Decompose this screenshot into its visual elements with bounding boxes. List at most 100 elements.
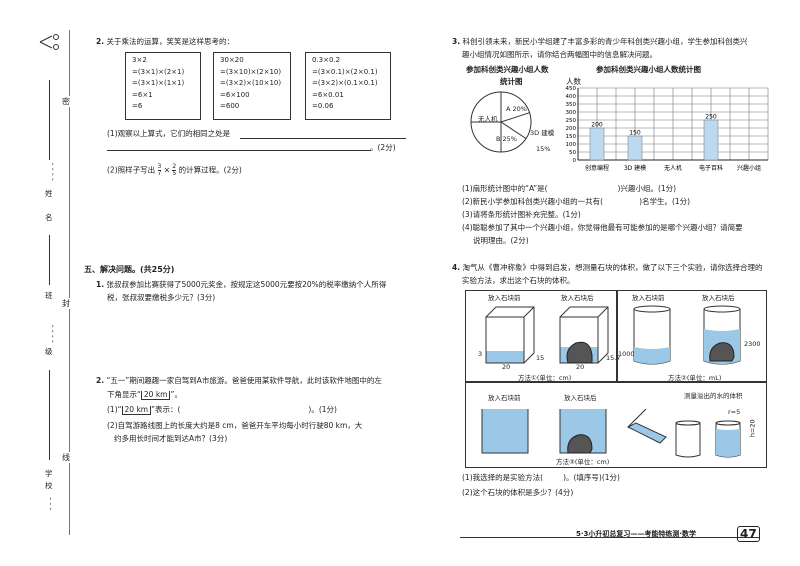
bar-value-label: 150 (629, 130, 641, 137)
m3-before-label: 放入石块前 (488, 394, 521, 402)
q3-sub3: (3)请将条形统计图补充完整。(1分) (462, 210, 581, 219)
map-scale-bar-2: 20 km (121, 406, 152, 415)
pie-label-a: A 20% (506, 105, 527, 113)
m2-caption: 方法②(单位：mL) (668, 374, 722, 382)
pie-chart (470, 91, 532, 153)
fraction-3-7: 3 7 (157, 163, 162, 177)
q3-sub4-line1: (4)聪聪参加了其中一个兴趣小组，你觉得他最有可能参加的是哪个兴趣小组？请简要 (462, 223, 743, 232)
margin-dash-2: - - - - (48, 324, 58, 343)
margin-char-xing: 姓 (45, 189, 53, 198)
y-tick-label: 100 (566, 142, 577, 148)
bar-chart-title: 参加科创类兴趣小组人数统计图 (596, 65, 701, 74)
m3-measure-label: 测量溢出的水的体积 (684, 392, 743, 400)
q4-sub1: (1)我选择的是实验方法()。(填序号)(1分) (462, 473, 620, 482)
y-tick-label: 0 (573, 158, 577, 164)
m2-before-label: 放入石块前 (632, 294, 665, 302)
calc-box-3-lines: 0.3×0.2 =(3×0.1)×(2×0.1) =(3×2)×(0.1×0.1… (312, 56, 378, 110)
y-tick-label: 250 (566, 118, 577, 124)
school-fill-line (49, 370, 50, 460)
margin-dash-1: - - - - (48, 162, 58, 181)
pie-label-3d: 3D 建模 (530, 129, 555, 137)
bar (703, 119, 719, 161)
cut-mark-xian: 线 (62, 452, 70, 463)
q2-sub1: (1)观察以上算式，它们的相同之处是 (107, 129, 231, 138)
m3-radius: r=5 (728, 408, 741, 416)
q3-line1: 3. 科创引领未来，新民小学组建了丰富多彩的青少年科创类兴趣小组，学生参加科创类… (452, 37, 748, 46)
m1-after-label: 放入石块后 (561, 294, 594, 302)
cut-mark-feng: 封 (62, 298, 70, 309)
bar (589, 127, 605, 161)
m1-caption: 方法①(单位：cm) (518, 374, 572, 382)
q2-sub2: (2)照样子写出 3 7 × 2 5 的计算过程。(2分) (107, 163, 242, 177)
m3-height: h=20 (748, 419, 757, 438)
method3-panel: 放入石块前 放入石块后 测量溢出的水的体积 r=5 h=20 方法③(单位：cm… (465, 382, 767, 468)
margin-char-ji: 级 (45, 347, 53, 356)
s5-q1-line1: 1. 张叔叔参加比赛获得了5000元奖金，按规定这5000元要按20%的税率缴纳… (96, 280, 387, 289)
pie-title-1: 参加科创类兴趣小组人数 (466, 65, 549, 74)
s5-q1-line2: 税，张叔叔要缴税多少元？(3分) (107, 293, 216, 302)
s5-q2-line1: 2. “五一”期间趣趣一家自驾到A市旅游。爸爸使用某软件导航，此时该软件地图中的… (96, 376, 382, 385)
q3-sub2: (2)新民小学参加科创类兴趣小组的一共有()名学生。(1分) (462, 197, 691, 206)
s5-q2-sub2-line1: (2)自驾游路线图上的长度大约是8 cm，爸爸开车平均每小时行驶80 km，大 (107, 421, 363, 430)
x-tick-label: 电子百科 (699, 164, 723, 172)
bar-chart-ylabel: 人数 (566, 77, 581, 86)
section5-title: 五、解决问题。(共25分) (84, 265, 175, 274)
m3-after-label: 放入石块后 (564, 394, 597, 402)
x-tick-label: 无人机 (664, 164, 682, 172)
q2-header: 2. 关于乘法的运算，笑笑是这样思考的： (96, 37, 234, 46)
margin-dash-3: - - - (45, 497, 55, 511)
x-tick-label: 3D 建模 (624, 164, 646, 172)
q3-line2: 趣小组情况如图所示，请你结合两幅图中的信息解决问题。 (462, 50, 657, 59)
s5-q2-sub2-line2: 约多用长时间才能到达A市？(3分) (114, 434, 228, 443)
q3-sub1: (1)扇形统计图中的“A”是()兴趣小组。(1分) (462, 184, 677, 193)
bar-value-label: 200 (591, 122, 603, 129)
q4-sub2: (2)这个石块的体积是多少？(4分) (462, 488, 574, 497)
m1-dim-20a: 20 (502, 363, 511, 371)
bar (627, 135, 643, 161)
calc-box-1: 3×2 =(3×1)×(2×1) =(3×1)×(1×1) =6×1 =6 (125, 52, 201, 120)
q4-line1: 4. 淘气从《曹冲称象》中得到启发，想测量石块的体积，做了以下三个实验，请你选择… (452, 263, 763, 272)
pie-label-drone: 无人机 (478, 115, 498, 123)
m1-dim-15: 15 (536, 354, 545, 362)
pie-title-2: 统计图 (500, 77, 523, 86)
bar-chart: 050100150200250300350400450200创意编程1503D … (566, 86, 769, 172)
margin-char-ban: 班 (45, 291, 53, 300)
q4-line2: 实验方法，求出这个石块的体积。 (462, 276, 575, 285)
calc-box-2-lines: 30×20 =(3×10)×(2×10) =(3×2)×(10×10) =6×1… (220, 56, 282, 110)
m2-val-2300: 2300 (744, 340, 761, 348)
method2-panel: 放入石块前 放入石块后 1000 2300 方法②(单位：mL) (617, 290, 767, 382)
s5-q2-sub1: (1)“20 km”表示：()。(1分) (107, 405, 337, 415)
pie-label-b: B 25% (496, 135, 517, 143)
m2-val-1000: 1000 (618, 350, 635, 358)
x-tick-label: 创意编程 (585, 164, 609, 172)
page-number: 47 (737, 526, 760, 542)
y-tick-label: 400 (566, 94, 577, 100)
y-tick-label: 450 (566, 86, 577, 92)
calc-box-1-lines: 3×2 =(3×1)×(2×1) =(3×1)×(1×1) =6×1 =6 (132, 56, 185, 110)
method1-cuboids (485, 306, 609, 364)
calc-box-2: 30×20 =(3×10)×(2×10) =(3×2)×(10×10) =6×1… (213, 52, 291, 120)
bar-value-label: 250 (705, 114, 717, 121)
calc-box-3: 0.3×0.2 =(3×0.1)×(2×0.1) =(3×2)×(0.1×0.1… (305, 52, 391, 120)
q3-sub4-line2: 说明理由。(2分) (473, 236, 529, 245)
scissors-icon (39, 34, 59, 50)
y-tick-label: 300 (566, 110, 577, 116)
m1-dim-3: 3 (478, 350, 483, 358)
name-fill-line (49, 80, 50, 160)
s5-q2-line2: 下角显示“20 km”。 (107, 390, 182, 400)
margin-cut-line (69, 30, 70, 535)
y-tick-label: 200 (566, 126, 577, 132)
footer-rule (460, 537, 760, 538)
q2-sub1-end: 。(2分) (370, 143, 396, 152)
cut-mark-mi: 密 (62, 96, 70, 107)
x-tick-label: 兴趣小组 (737, 164, 761, 172)
q2-sub1-answer-line-2[interactable] (107, 150, 371, 151)
y-tick-label: 150 (566, 134, 577, 140)
method3-figures (481, 408, 741, 458)
m2-after-label: 放入石块后 (702, 294, 735, 302)
method2-cylinders (633, 305, 741, 365)
y-tick-label: 350 (566, 102, 577, 108)
method1-panel: 放入石块前 放入石块后 20 15 3 20 15.7 方法①(单位：cm) (465, 290, 620, 382)
q2-sub1-answer-line[interactable] (240, 138, 406, 139)
footer-text: 5·3小升初总复习——考能特练测·数学 (576, 530, 697, 538)
